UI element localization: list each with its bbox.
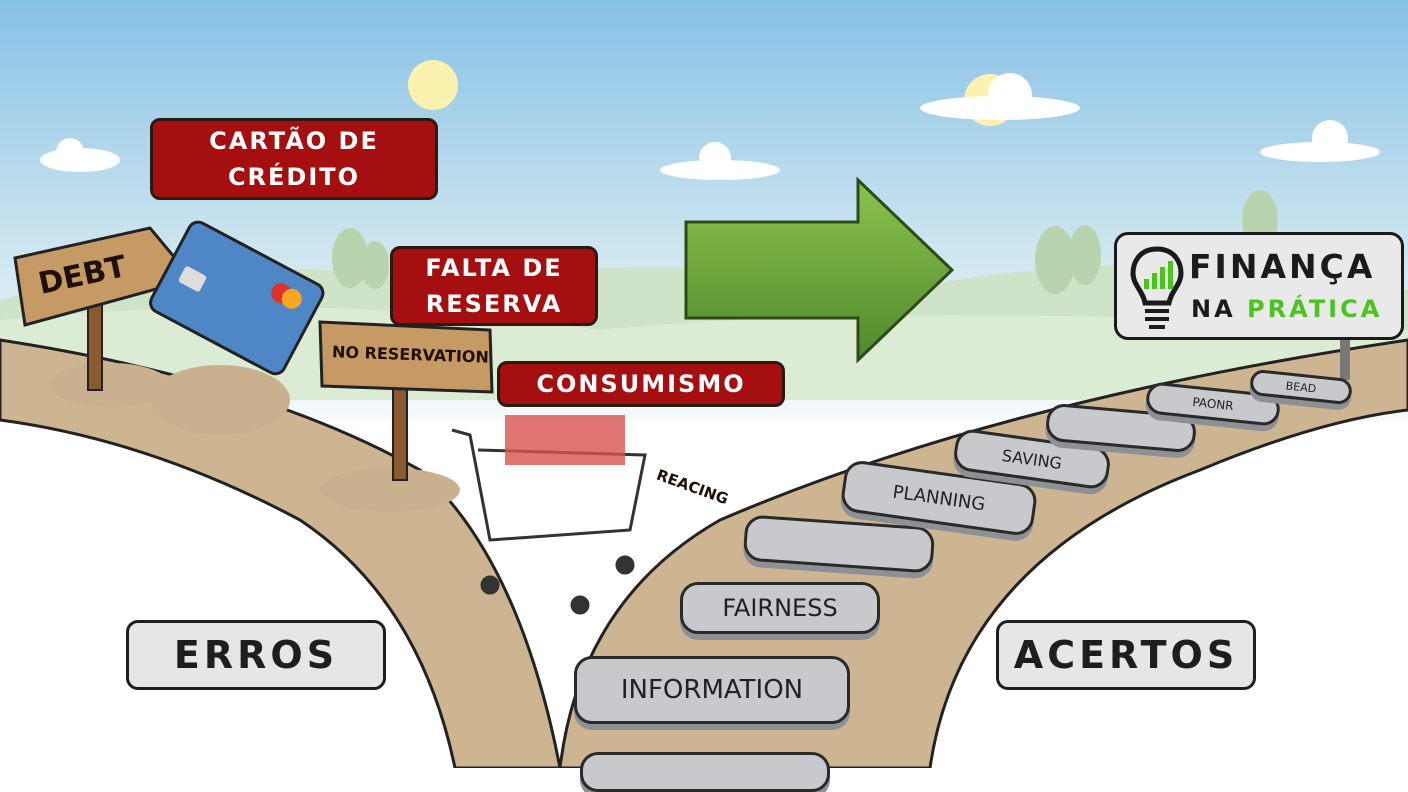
credit-card-label: CARTÃO DE CRÉDITO [150,118,438,200]
dirt-mound [50,363,170,407]
dirt-mound [150,365,290,435]
successes-label: ACERTOS [996,620,1256,690]
sign-post [392,379,408,481]
shopping-cart-icon [451,415,647,615]
stepping-stone [580,752,830,792]
sun-icon [408,60,458,110]
consumerism-label: CONSUMISMO [497,361,785,407]
stepping-stone: FAIRNESS [680,582,880,634]
stepping-stone: INFORMATION [574,656,850,724]
financa-na-pratica-logo: FINANÇA NA PRÁTICA [1114,232,1404,340]
lightbulb-chart-icon [1130,246,1184,329]
errors-label: ERROS [126,620,386,690]
logo-pratica: PRÁTICA [1247,295,1383,323]
no-reserve-label: FALTA DE RESERVA [390,246,598,326]
logo-line1: FINANÇA [1189,247,1376,286]
clouds [40,73,1380,180]
arrow-right-icon [684,176,955,364]
logo-line2: NA PRÁTICA [1191,295,1382,323]
trees [332,190,1278,294]
no-reservation-sign [318,320,494,394]
logo-post [1340,330,1350,380]
logo-na: NA [1191,295,1236,323]
credit-card-icon [149,220,325,376]
dirt-mound [320,468,460,512]
